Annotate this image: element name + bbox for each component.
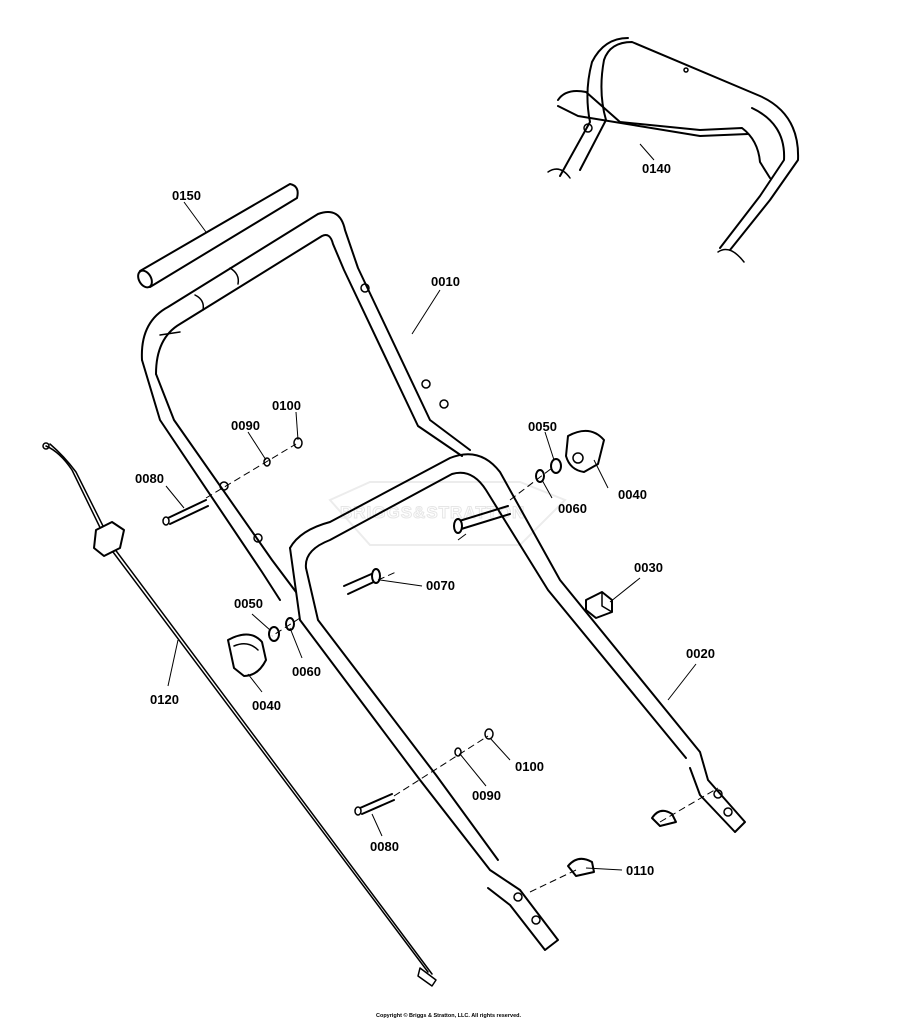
part-0140-bail-inset [547,37,800,263]
part-0040-knob-left [227,633,267,677]
callout-0090-lower: 0090 [472,788,501,803]
callout-0040-right: 0040 [618,487,647,502]
callout-0060-left: 0060 [292,664,321,679]
part-0010-upper-handle [140,211,471,601]
watermark-text: BRIGGS&STRATTON [340,503,525,522]
callout-0010: 0010 [431,274,460,289]
part-0070-bolt-upper [453,505,511,534]
part-0080-pin-upper [162,499,209,526]
part-0110-anchor-upper [651,809,677,827]
assembly-lines [205,443,719,893]
callout-0150: 0150 [172,188,201,203]
callout-0050-right: 0050 [528,419,557,434]
callout-0070: 0070 [426,578,455,593]
part-0050-washer-right [550,458,562,474]
callout-0040-left: 0040 [252,698,281,713]
callout-0140: 0140 [642,161,671,176]
part-0090-washer-lower [454,747,462,757]
copyright-notice: Copyright © Briggs & Stratton, LLC. All … [375,1013,522,1019]
callout-0050-left: 0050 [234,596,263,611]
part-0090-washer-upper [263,457,271,467]
leader-lines [165,143,697,871]
brand-watermark: BRIGGS&STRATTON [328,481,567,546]
part-0150-grip [137,183,299,289]
part-0100-nut-lower [484,728,494,740]
part-0080-pin-lower [354,793,395,816]
part-0030-cable-clip [585,591,613,619]
callout-0110: 0110 [626,863,654,878]
part-0050-washer-left [268,626,280,642]
callout-0020: 0020 [686,646,715,661]
part-0070-bolt-lower [343,568,381,595]
callout-0080-lower: 0080 [370,839,399,854]
callout-0120: 0120 [150,692,179,707]
callout-0030: 0030 [634,560,663,575]
part-0040-knob-right [565,429,605,473]
callout-0080-upper: 0080 [135,471,164,486]
part-0120-control-cable [42,442,437,987]
callout-0100-lower: 0100 [515,759,544,774]
part-0060-washer-right [535,469,545,483]
part-0110-anchor-lower [567,857,595,877]
part-0020-lower-handle [289,453,746,951]
callout-0060-right: 0060 [558,501,587,516]
callouts: 0150 0010 0140 0100 0090 0080 0050 0040 … [135,161,715,878]
callout-0090-upper: 0090 [231,418,260,433]
callout-0100-upper: 0100 [272,398,301,413]
